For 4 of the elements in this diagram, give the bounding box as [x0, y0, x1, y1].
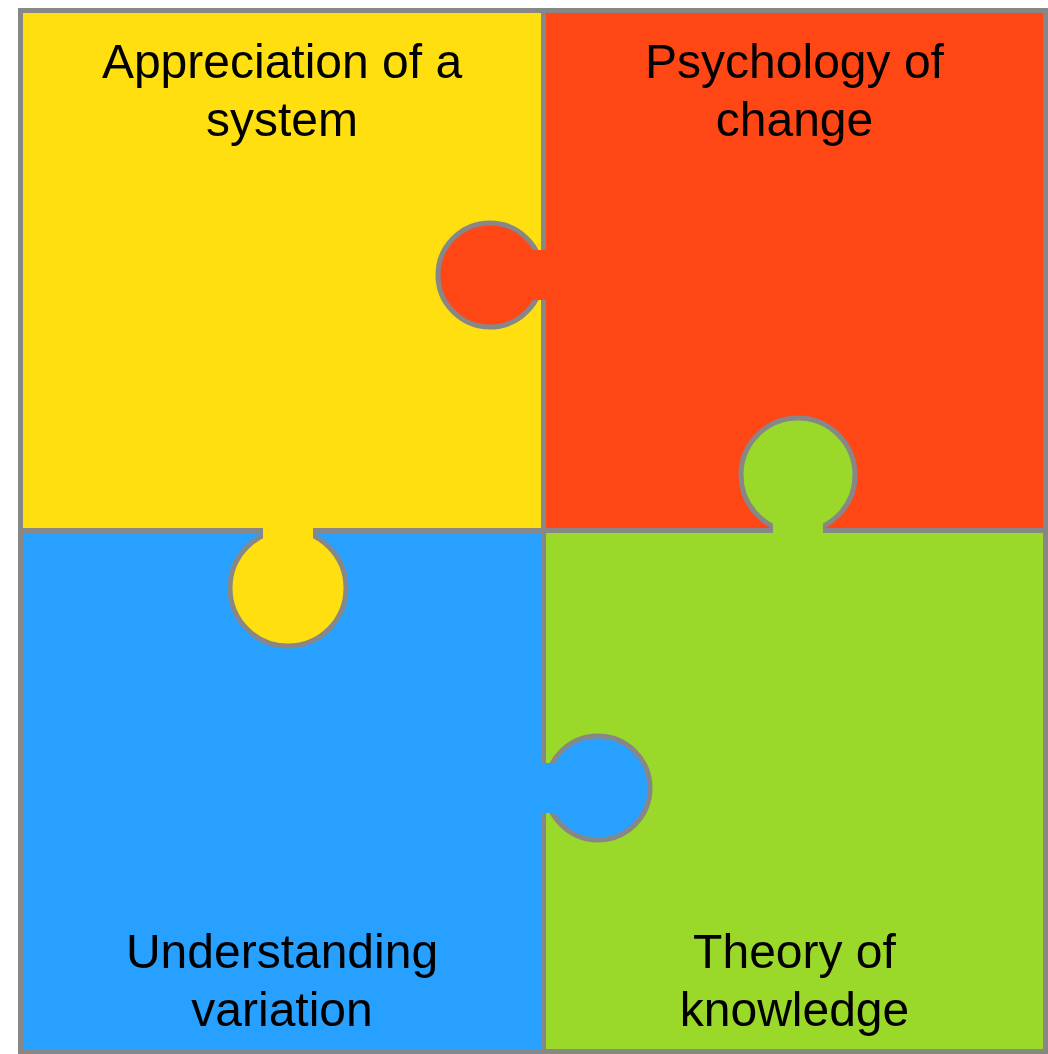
piece-label: Understanding variation — [124, 924, 440, 1038]
piece-label: Psychology of change — [644, 34, 945, 148]
piece-label: Appreciation of a system — [100, 34, 464, 148]
piece-label: Theory of knowledge — [678, 924, 911, 1038]
